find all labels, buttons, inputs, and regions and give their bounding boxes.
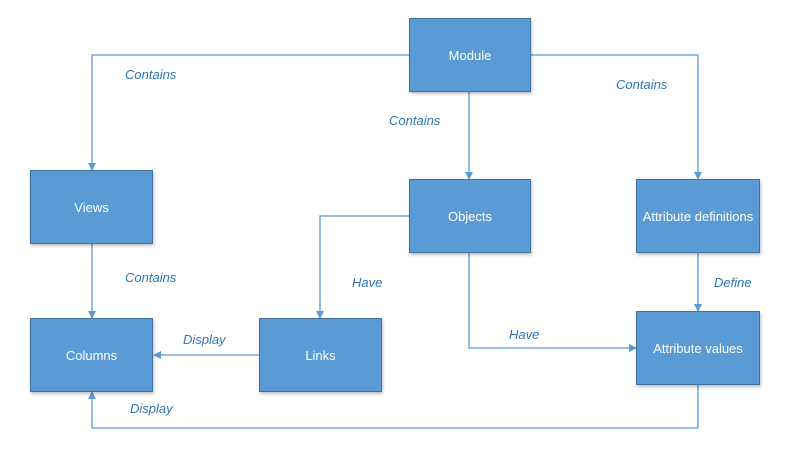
node-attribute-definitions: Attribute definitions: [636, 179, 760, 253]
edge-attribute-values-columns: [88, 385, 699, 429]
node-module: Module: [409, 18, 531, 92]
label-module-objects: Contains: [389, 113, 441, 128]
label-attribute-values-columns: Display: [130, 401, 173, 416]
label-attribute-definitions-attribute-values: Define: [714, 275, 752, 290]
node-links: Links: [259, 318, 382, 392]
edge-objects-attribute-values: [468, 253, 637, 352]
label-objects-links: Have: [352, 275, 383, 290]
label-module-attribute-definitions: Contains: [616, 77, 668, 92]
edge-objects-links: [316, 215, 409, 319]
label-links-columns: Display: [183, 332, 226, 347]
node-objects: Objects: [409, 179, 531, 253]
node-columns: Columns: [30, 318, 153, 392]
label-module-views: Contains: [125, 67, 177, 82]
label-views-columns: Contains: [125, 270, 177, 285]
node-views: Views: [30, 170, 153, 244]
label-objects-attribute-values: Have: [509, 327, 540, 342]
edge-module-views: [88, 54, 409, 171]
node-attribute-values: Attribute values: [636, 311, 760, 385]
edge-module-attribute-definitions: [531, 54, 702, 180]
